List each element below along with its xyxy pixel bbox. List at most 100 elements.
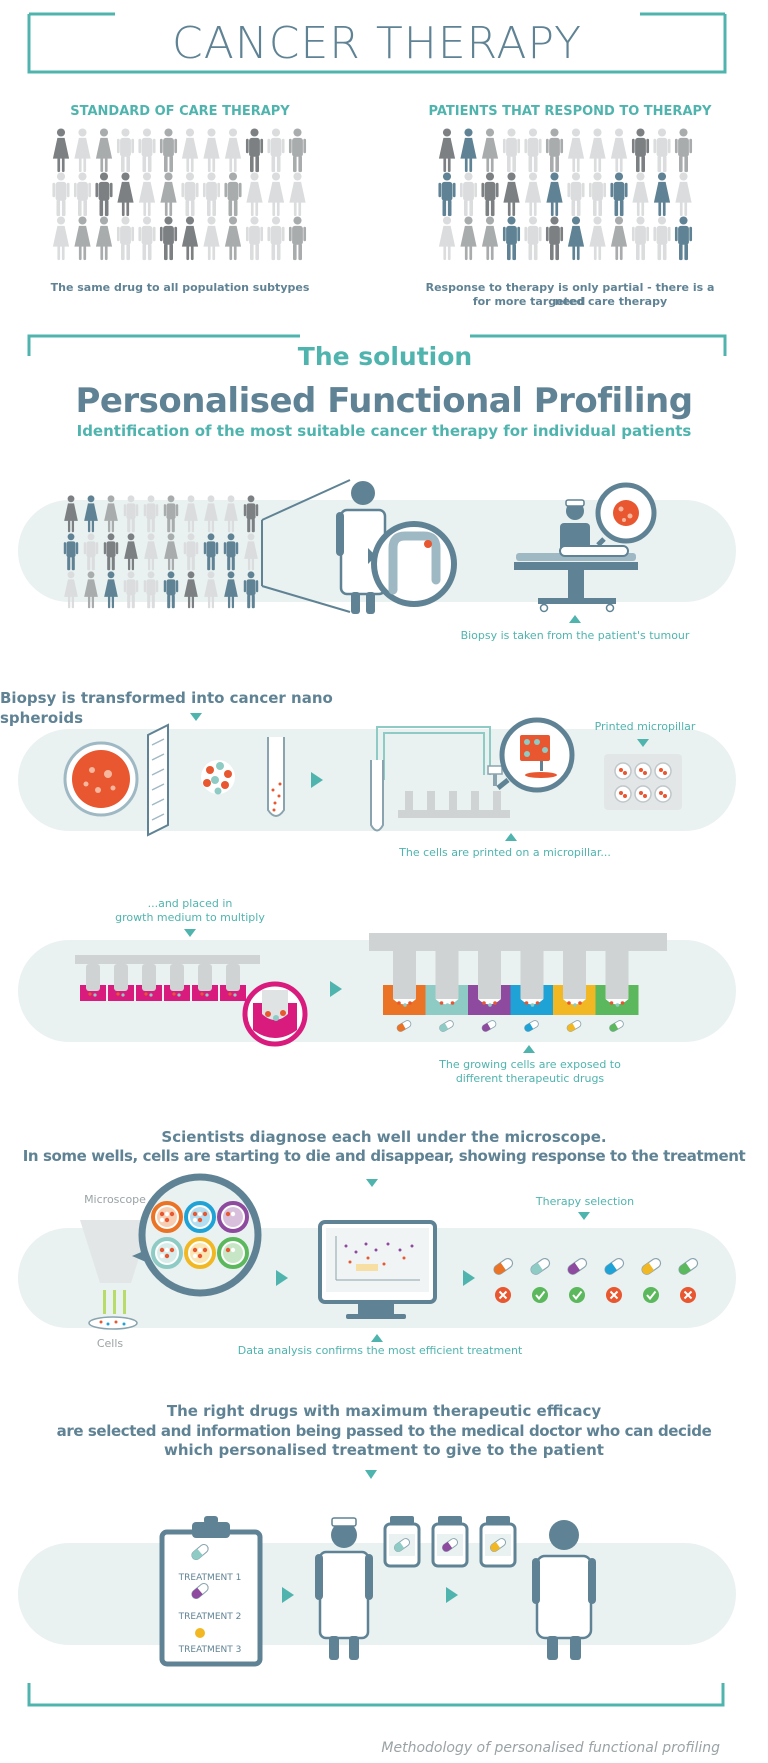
band-select: [18, 1543, 736, 1645]
person-icon: [267, 128, 285, 173]
pill-bottle-icon: [479, 1516, 517, 1568]
arrow-icon: [282, 1587, 294, 1603]
person-icon: [95, 128, 113, 173]
arrow-icon: [569, 615, 581, 623]
microscope-zoom-icon: [132, 1173, 262, 1297]
tumour-icon: [595, 482, 657, 547]
magenta-wells: [75, 955, 260, 1001]
person-icon: [653, 172, 671, 217]
person-icon: [224, 172, 242, 217]
person-icon: [73, 172, 92, 217]
person-icon: [589, 128, 606, 173]
pill-bottle-icon: [431, 1516, 469, 1568]
person-icon: [224, 128, 242, 173]
person-icon: [610, 216, 628, 261]
arrow-icon: [184, 929, 196, 937]
person-icon: [138, 172, 156, 217]
person-icon: [438, 172, 456, 217]
person-icon: [653, 128, 671, 173]
person-icon: [245, 216, 264, 261]
person-icon: [74, 128, 91, 173]
diagnose-caption: Data analysis confirms the most efficien…: [237, 1344, 523, 1357]
spheroids-heading: Biopsy is transformed into cancer nano s…: [0, 689, 333, 727]
arrow-icon: [523, 1045, 535, 1053]
person-icon: [545, 128, 564, 173]
person-icon: [502, 216, 521, 261]
person-icon: [459, 172, 478, 217]
person-icon: [460, 128, 477, 173]
surgeon-icon: [514, 499, 638, 613]
person-icon: [438, 128, 456, 173]
person-icon: [116, 128, 135, 173]
person-icon: [181, 216, 199, 261]
check-icon: [532, 1287, 548, 1303]
treatment-2-label: TREATMENT 2: [178, 1612, 242, 1622]
microscope-icon: [80, 1220, 151, 1330]
person-icon: [545, 216, 564, 261]
solution-subtitle: Identification of the most suitable canc…: [76, 422, 692, 440]
person-icon: [589, 216, 606, 261]
check-icon: [569, 1287, 585, 1303]
person-icon: [138, 128, 156, 173]
micropillar-icon: [398, 765, 510, 818]
person-icon: [460, 216, 477, 261]
page-title: CANCER THERAPY: [172, 18, 582, 69]
person-icon: [675, 172, 692, 217]
microscope-label: Microscope: [84, 1193, 146, 1206]
biopsy-caption: Biopsy is taken from the patient's tumou…: [460, 629, 690, 642]
person-icon: [481, 128, 499, 173]
growth-label-line1: ...and placed in: [147, 897, 233, 910]
person-icon: [288, 216, 307, 261]
check-icon: [643, 1287, 659, 1303]
printer-zoom-icon: [496, 717, 575, 793]
well-zoom-icon: [242, 981, 308, 1047]
diagnose-heading-line2: In some wells, cells are starting to die…: [22, 1147, 746, 1165]
solution-frame: [27, 334, 727, 356]
colon-icon: [368, 521, 457, 607]
select-heading-line1: The right drugs with maximum therapeutic…: [166, 1402, 602, 1420]
person-icon: [138, 216, 156, 261]
therapy-selection-label: Therapy selection: [535, 1195, 635, 1208]
drug-wells: [369, 933, 667, 1034]
printed-micropillar-icon: [604, 754, 682, 810]
micropillar-label: Printed micropillar: [594, 720, 696, 733]
person-icon: [610, 128, 628, 173]
person-icon: [202, 172, 221, 217]
arrow-icon: [366, 1179, 378, 1187]
person-icon: [288, 128, 307, 173]
arrow-icon: [365, 1470, 377, 1479]
person-icon: [181, 128, 199, 173]
person-icon: [567, 128, 585, 173]
person-icon: [653, 216, 671, 261]
person-icon: [267, 216, 285, 261]
person-icon: [524, 172, 542, 217]
growth-label-line2: growth medium to multiply: [115, 911, 265, 924]
person-icon: [95, 216, 113, 261]
arrow-icon: [190, 713, 202, 721]
person-icon: [160, 172, 177, 217]
arrow-icon: [637, 739, 649, 747]
arrow-icon: [311, 772, 323, 788]
person-icon: [481, 216, 499, 261]
treatment-1-label: TREATMENT 1: [178, 1573, 242, 1583]
spheroids-caption: The cells are printed on a micropillar..…: [399, 846, 611, 859]
arrow-icon: [505, 833, 517, 841]
band-growth: [18, 940, 736, 1042]
person-icon: [52, 216, 70, 261]
diagnose-heading-line1: Scientists diagnose each well under the …: [161, 1128, 607, 1146]
responders-heading: PATIENTS THAT RESPOND TO THERAPY: [428, 104, 712, 119]
arrow-icon: [446, 1587, 458, 1603]
doctor-icon: [315, 1517, 373, 1660]
person-icon: [588, 172, 607, 217]
person-icon: [567, 172, 585, 217]
person-icon: [632, 172, 649, 217]
select-heading-line3: which personalised treatment to give to …: [164, 1441, 604, 1459]
responder-crowd: [438, 128, 693, 261]
person-icon: [289, 172, 306, 217]
bottom-frame: [27, 1683, 725, 1707]
person-icon: [245, 128, 264, 173]
spheroid-icon: [201, 760, 235, 795]
responders-caption-line2: for more targeted care therapy: [472, 295, 668, 308]
standard-care-heading: STANDARD OF CARE THERAPY: [70, 104, 290, 119]
